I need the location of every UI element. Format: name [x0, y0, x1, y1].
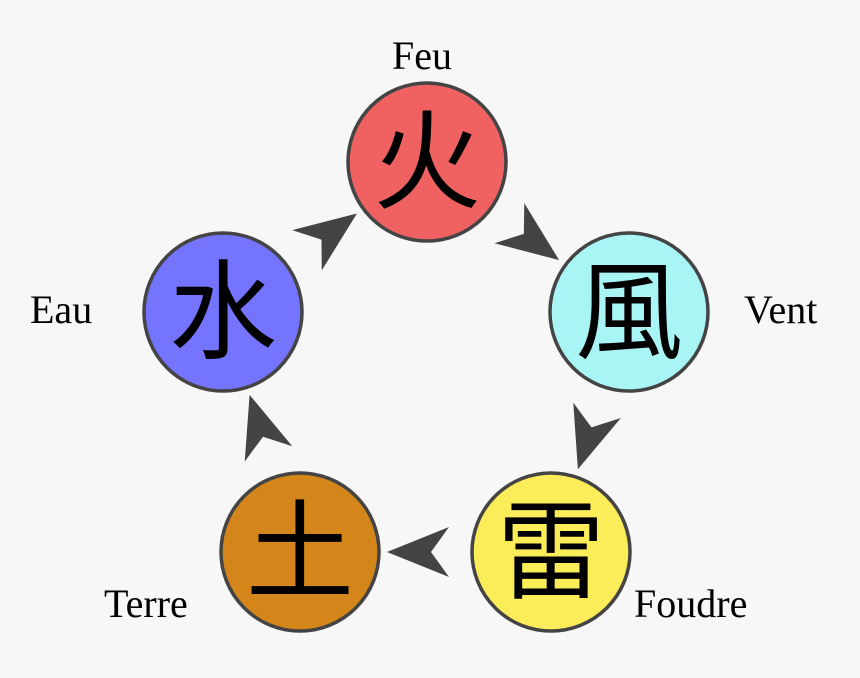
node-water: 水	[142, 231, 304, 393]
node-fire-kanji: 火	[373, 101, 481, 226]
nodes-layer: 火風雷 土水	[142, 81, 710, 633]
arrow-wind-to-thunder	[573, 402, 621, 470]
node-wind-kanji: 風	[575, 251, 683, 376]
arrow-water-to-fire	[292, 213, 357, 271]
arrows-layer	[244, 203, 621, 577]
node-thunder: 雷	[470, 471, 632, 633]
arrowhead-icon	[244, 394, 293, 462]
node-earth-kanji: 土	[246, 491, 354, 616]
node-thunder-kanji: 雷	[497, 491, 605, 616]
node-fire-circle	[346, 81, 508, 243]
label-terre: Terre	[104, 581, 188, 626]
node-wind: 風	[548, 231, 710, 393]
node-water-circle	[142, 231, 304, 393]
arrow-thunder-to-earth	[387, 527, 449, 577]
label-eau: Eau	[30, 287, 93, 332]
node-earth-circle	[219, 471, 381, 633]
label-vent: Vent	[744, 287, 818, 332]
arrow-earth-to-water	[244, 394, 293, 462]
label-feu: Feu	[392, 33, 452, 78]
arrowhead-icon	[494, 203, 560, 261]
arrow-fire-to-wind	[494, 203, 560, 261]
arrowhead-icon	[292, 213, 357, 271]
node-wind-circle	[548, 231, 710, 393]
node-thunder-circle	[470, 471, 632, 633]
arrowhead-icon	[387, 527, 449, 577]
node-earth: 土	[219, 471, 381, 633]
label-foudre: Foudre	[634, 581, 748, 626]
node-fire: 火	[346, 81, 508, 243]
arrowhead-icon	[573, 402, 621, 470]
node-water-kanji: 水	[169, 251, 277, 376]
